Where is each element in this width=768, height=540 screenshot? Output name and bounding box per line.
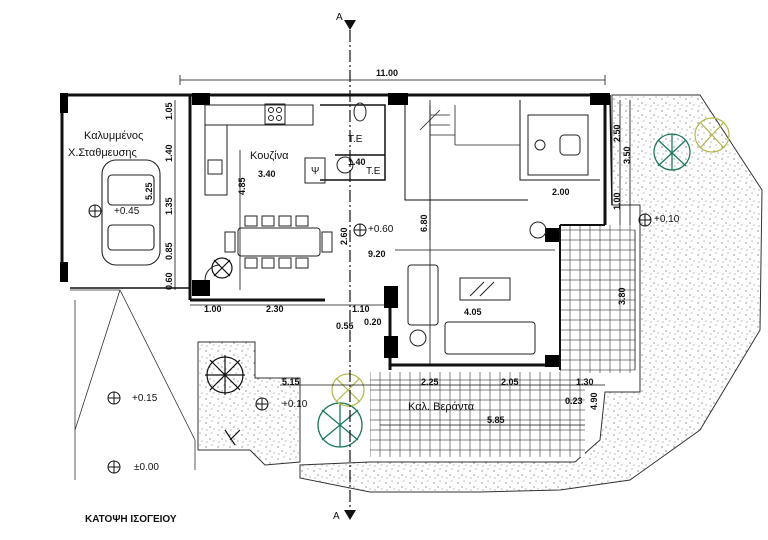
dim-085: 0.85: [164, 242, 174, 260]
dining-table: [224, 215, 333, 269]
room-parking-1: Καλυμμένος: [84, 130, 143, 142]
wc-fixtures: [204, 102, 367, 281]
level-drive: +0.15: [132, 393, 158, 404]
section-arrow-bottom: [344, 510, 356, 520]
tree-icon-yellow: [331, 117, 730, 407]
dim-100b: 1.00: [204, 304, 222, 314]
section-arrow-top: [344, 20, 356, 30]
dim-230: 2.30: [266, 304, 284, 314]
desk: [527, 114, 589, 176]
section-label-bottom: A: [333, 511, 340, 522]
dim-110: 1.10: [352, 304, 370, 314]
tree-icon: [317, 133, 691, 448]
level-path: +0.10: [282, 399, 308, 410]
plant-icon: [205, 257, 245, 446]
dim-225: 2.25: [421, 377, 439, 387]
room-parking-2: Χ.Σταθμευσης: [68, 147, 137, 159]
level-entrance: ±0.00: [134, 462, 159, 473]
dim-250: 2.50: [612, 124, 622, 142]
dim-130: 1.30: [576, 377, 594, 387]
dim-200: 2.00: [552, 187, 570, 197]
dim-140b: 1.40: [348, 157, 366, 167]
dim-205: 2.05: [501, 377, 519, 387]
dim-105: 1.05: [164, 102, 174, 120]
level-living: +0.60: [368, 224, 394, 235]
veranda-tiles: [370, 372, 585, 457]
veranda-side-tiles: [560, 225, 635, 373]
dim-020: 0.20: [364, 317, 382, 327]
kitchen-counter: [204, 103, 326, 196]
columns: [60, 93, 610, 367]
dim-140: 1.40: [164, 144, 174, 162]
dimension-lines: [174, 75, 636, 426]
dim-260: 2.60: [339, 227, 349, 245]
plan-title: ΚΑΤΟΨΗ ΙΣΟΓΕΙΟΥ: [85, 514, 177, 525]
dim-340: 3.40: [258, 169, 276, 179]
dim-920: 9.20: [368, 249, 386, 259]
dim-060: 0.60: [164, 272, 174, 290]
driveway: [70, 289, 196, 480]
room-wc-1: T.E: [348, 134, 363, 145]
dim-680: 6.80: [419, 214, 429, 232]
level-parking: +0.45: [114, 206, 140, 217]
room-wc-2: T.E: [366, 166, 381, 177]
dim-350: 3.50: [622, 146, 632, 164]
dim-515: 5.15: [282, 377, 300, 387]
dim-485: 4.85: [237, 177, 247, 195]
dim-380: 3.80: [617, 287, 627, 305]
car-icon: [101, 159, 161, 266]
level-garden-right: +0.10: [654, 214, 680, 225]
room-kitchen: Κουζίνα: [250, 150, 289, 162]
garden-right: [299, 94, 763, 493]
psi-label: Ψ: [311, 166, 319, 177]
dim-023: 0.23: [565, 396, 583, 406]
dim-055: 0.55: [336, 321, 354, 331]
section-label-top: A: [336, 12, 343, 23]
living-furniture: [407, 221, 547, 355]
stairs: [419, 105, 520, 146]
dim-525: 5.25: [144, 182, 154, 200]
dim-135: 1.35: [164, 197, 174, 215]
room-veranda: Καλ. Βεράντα: [408, 401, 475, 413]
dim-490: 4.90: [589, 392, 599, 410]
dim-585: 5.85: [487, 415, 505, 425]
level-marker-icon: [88, 204, 652, 474]
dim-100: 1.00: [612, 192, 622, 210]
dim-overall: 11.00: [376, 68, 398, 78]
dim-405: 4.05: [464, 307, 482, 317]
walls: [60, 93, 613, 370]
